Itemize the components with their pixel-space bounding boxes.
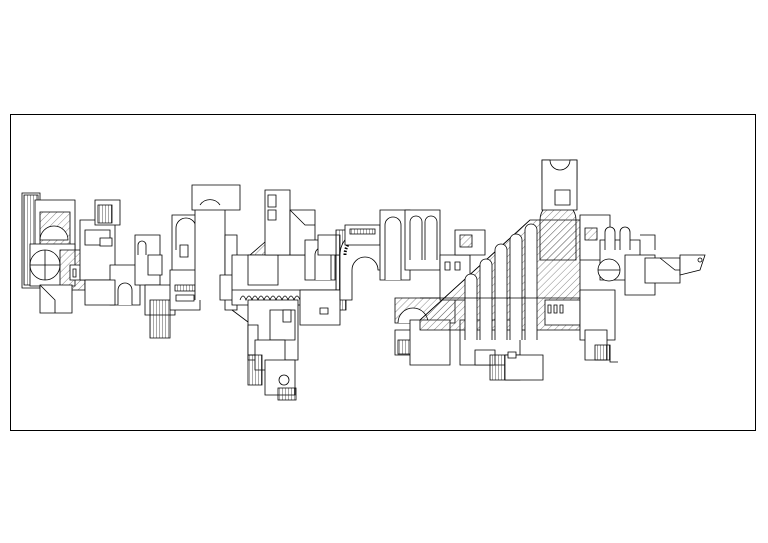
- left-cluster: [22, 193, 140, 313]
- right-wing: [580, 215, 705, 362]
- center-cluster: [232, 190, 346, 400]
- right-hall: [420, 160, 580, 380]
- city-drawing: [22, 160, 705, 400]
